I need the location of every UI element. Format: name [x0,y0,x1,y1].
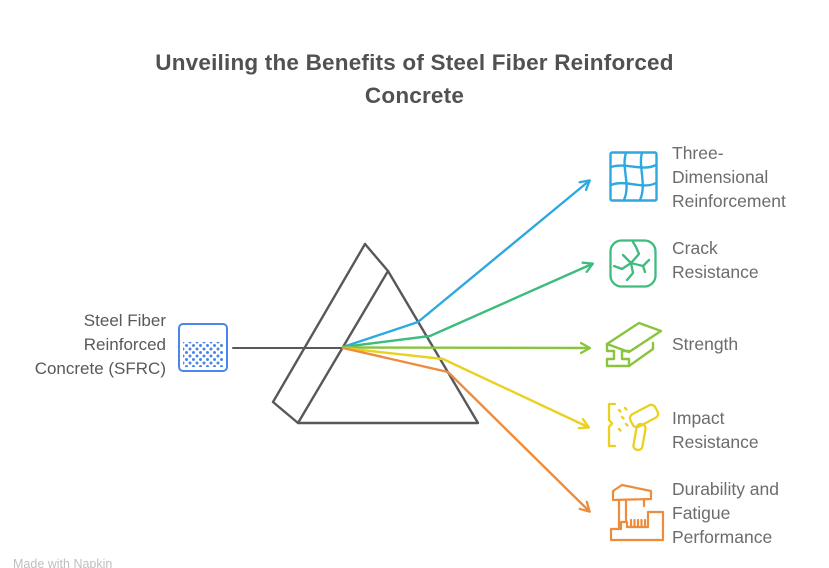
dispersed-rays [341,179,595,513]
benefit-label-impact-resistance: Impact Resistance [672,408,759,452]
benefit-label-three-dimensional-reinforcement: Three-Dimensional Reinforcement [672,143,786,211]
ray-strength [341,341,592,355]
cracked-slab-icon [609,239,657,288]
mesh-grid-icon [609,151,658,202]
ray-impact-resistance [341,346,591,430]
steel-i-beam-icon [605,321,663,368]
prism-outline [232,242,480,425]
crane-structure-icon [609,483,665,542]
benefit-label-crack-resistance: Crack Resistance [672,238,759,282]
source-label: Steel Fiber Reinforced Concrete (SFRC) [34,311,166,378]
benefit-label-durability-fatigue: Durability and Fatigue Performance [672,479,779,547]
benefit-label-strength: Strength [672,334,739,354]
aggregate-dots-pattern [183,342,223,367]
hammer-impact-icon [607,402,660,452]
ray-crack-resistance [341,261,595,349]
ray-three-dimensional-reinforcement [341,179,591,349]
prism-ridge-edge [363,242,390,273]
prism-back-edge [271,242,367,425]
ray-durability-fatigue [341,346,591,513]
concrete-sample-icon [178,323,228,372]
watermark: Made with Napkin [13,557,113,568]
page-title: Unveiling the Benefits of Steel Fiber Re… [155,50,674,108]
